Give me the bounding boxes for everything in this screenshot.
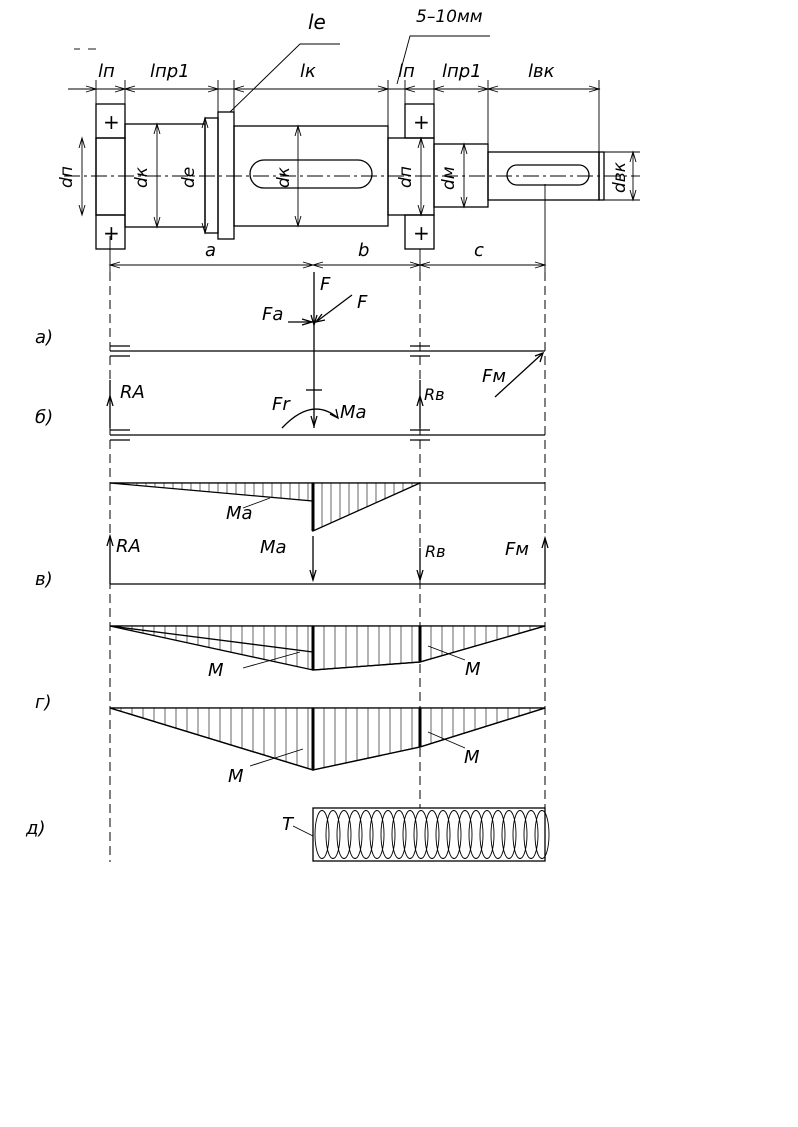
- force-label-Fm: Fм: [482, 366, 506, 387]
- force-label-RA: RА: [120, 382, 145, 403]
- force-label-RB: Rв: [424, 385, 445, 404]
- dim-label-dp-right: dп: [396, 166, 416, 188]
- diagram-label-T: T: [282, 814, 295, 835]
- scheme-v: в) RА Ma Rв Fм M M: [35, 533, 549, 681]
- force-label-F: F: [320, 274, 331, 295]
- plus-sign: +: [413, 110, 430, 134]
- force-label-F-inclined: F: [357, 292, 368, 313]
- dim-label-lvk: lвк: [528, 61, 555, 82]
- force-label-RA: RА: [116, 536, 141, 557]
- force-label-Fa: Fa: [262, 304, 283, 325]
- force-label-Fr: Fr: [272, 394, 291, 415]
- scheme-label-d: д): [25, 818, 45, 839]
- dim-label-dp: dп: [57, 166, 77, 188]
- moment-label-Ma: Ma: [260, 537, 287, 558]
- span-label-b: b: [358, 240, 369, 261]
- dim-label-lpr1-right: lпр1: [442, 61, 482, 82]
- scheme-label-b: б): [35, 407, 53, 428]
- scheme-g: г) M M: [35, 692, 546, 787]
- moment-label-Ma: Ma: [340, 402, 367, 423]
- scheme-label-a: а): [35, 327, 53, 348]
- span-label-a: a: [205, 240, 216, 261]
- plus-sign: +: [103, 221, 120, 245]
- diagram-label-M: M: [464, 747, 480, 768]
- dim-label-dm: dм: [439, 166, 459, 190]
- force-label-RB: Rв: [425, 542, 446, 561]
- dim-label-lk: lк: [300, 61, 316, 82]
- plus-sign: +: [103, 110, 120, 134]
- reference-lines: [109, 272, 546, 862]
- shaft-drawing: + + + +: [57, 7, 640, 272]
- scheme-b: б) RА Rв Fr Ma Ma: [35, 380, 545, 533]
- scheme-d: д) T: [25, 807, 550, 862]
- dim-label-gap: 5–10мм: [416, 7, 483, 27]
- scheme-label-v: в): [35, 569, 53, 590]
- dim-label-lp-right: lп: [398, 61, 415, 82]
- diagram-label-M: M: [465, 659, 481, 680]
- scheme-label-g: г): [35, 692, 51, 713]
- diagram-label-M: M: [208, 660, 224, 681]
- diagram-label-Ma: Ma: [226, 503, 253, 524]
- dim-label-dk-mid: dк: [274, 166, 294, 188]
- plus-sign: +: [413, 221, 430, 245]
- dim-label-lp: lп: [98, 61, 115, 82]
- dim-label-de: dе: [179, 167, 199, 188]
- force-label-Fm: Fм: [505, 539, 529, 560]
- dim-label-lpr1: lпр1: [150, 61, 190, 82]
- span-label-c: c: [474, 240, 484, 261]
- dim-label-dvk: dвк: [610, 161, 630, 193]
- diagram-label-M: M: [228, 766, 244, 787]
- dim-label-le: le: [308, 10, 326, 34]
- dim-label-dk: dк: [132, 166, 152, 188]
- scheme-a: а) F F Fa Fм: [35, 272, 545, 428]
